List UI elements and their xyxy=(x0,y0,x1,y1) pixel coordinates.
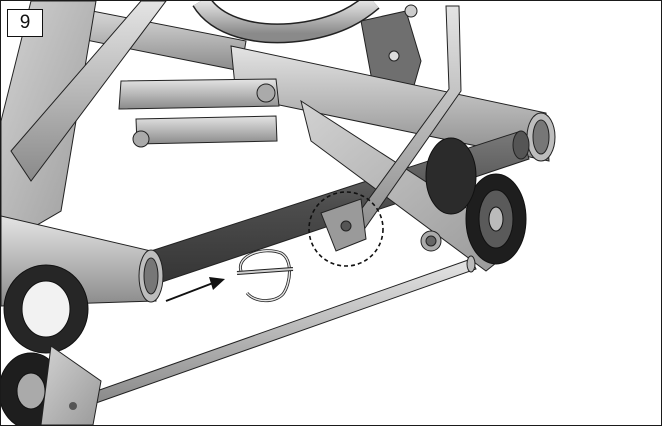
lynch-pin-icon xyxy=(236,249,294,303)
middle-support-bars xyxy=(118,78,280,148)
step-number-badge: 9 xyxy=(7,9,43,37)
right-arrow-icon xyxy=(165,277,225,302)
upper-bracket-plate xyxy=(360,4,422,97)
dashed-circle-highlight-icon xyxy=(308,191,384,267)
folding-lever xyxy=(320,5,462,252)
left-diagonal-strut xyxy=(10,1,167,182)
right-wheel xyxy=(425,137,527,265)
left-wheel-upper xyxy=(3,264,89,354)
seat-frame-tube xyxy=(192,1,380,44)
lower-left-plate xyxy=(40,345,102,425)
